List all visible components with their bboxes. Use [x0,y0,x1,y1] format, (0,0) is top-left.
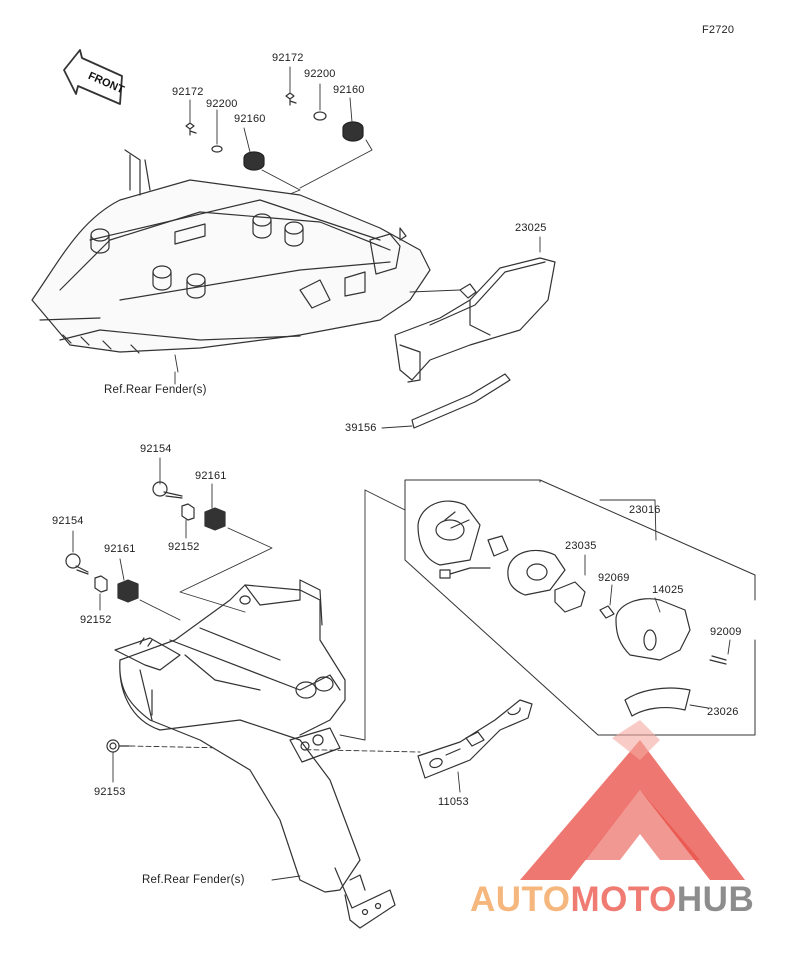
part-label-92154: 92154 [52,515,84,527]
part-label-92152: 92152 [80,614,112,626]
rear-seat-cowl [31,149,431,354]
license-bracket-11053 [417,699,533,793]
part-label-11053: 11053 [438,796,469,808]
watermark-moto: MOTO [570,880,677,919]
tail-light-23025 [394,257,556,383]
part-label-39156: 39156 [345,422,377,434]
part-label-23025: 23025 [515,222,547,234]
watermark-hub: HUB [676,880,755,919]
ref-rear-fender-label: Ref.Rear Fender(s) [104,384,207,396]
part-label-92172: 92172 [172,86,204,98]
watermark-text: AUTOMOTOHUB [470,880,754,920]
watermark-logo-icon [520,720,745,880]
rear-fender [114,579,396,929]
watermark-auto: AUTO [470,880,571,919]
part-label-92154: 92154 [140,443,172,455]
part-label-92160: 92160 [333,84,365,96]
lens-strip-39156 [381,373,511,429]
diagram-code: F2720 [702,24,735,36]
license-light-parts [417,500,731,717]
part-label-92172: 92172 [272,52,304,64]
part-label-23035: 23035 [565,540,597,552]
part-label-92161: 92161 [104,543,136,555]
part-label-92200: 92200 [206,98,238,110]
part-label-14025: 14025 [652,584,684,596]
ref-rear-fender-label: Ref.Rear Fender(s) [142,874,245,886]
part-label-23016: 23016 [629,504,661,516]
top-fasteners [185,66,373,259]
part-label-92161: 92161 [195,470,227,482]
part-label-92200: 92200 [304,68,336,80]
part-label-92069: 92069 [598,572,630,584]
license-light-box [339,479,756,741]
bottom-fasteners [65,457,421,783]
part-label-92152: 92152 [168,541,200,553]
part-label-92009: 92009 [710,626,742,638]
part-label-92160: 92160 [234,113,266,125]
part-label-92153: 92153 [94,786,126,798]
part-label-23026: 23026 [707,706,739,718]
front-arrow-icon: FRONT [63,49,126,105]
